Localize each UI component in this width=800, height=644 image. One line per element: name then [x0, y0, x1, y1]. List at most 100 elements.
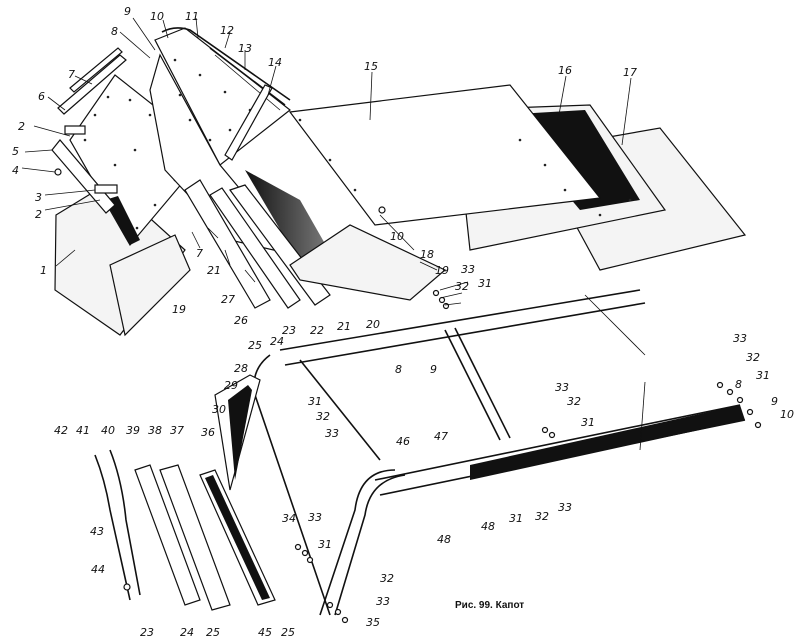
callout-labels: 1 2 2 3 4 5 6 7 7 8 8 8 9 9 9 10 10 10 1…: [12, 5, 794, 639]
callout-33: 35: [366, 616, 380, 629]
callout-32: 33: [376, 595, 390, 608]
callout-5: 5: [12, 145, 19, 158]
bolt-10: [378, 206, 386, 214]
callout-19: 19: [172, 303, 186, 316]
hinge-plate-3: [94, 184, 118, 194]
panel-35-shade: [205, 475, 270, 600]
frame-rail-48-bottom: [374, 404, 741, 481]
leader-lines: [21, 17, 646, 451]
callout-21: 21: [337, 320, 351, 333]
panel-15: [288, 84, 602, 226]
callout-31: 31: [509, 512, 523, 525]
callout-47: 48: [481, 520, 495, 533]
callout-15: 15: [364, 60, 378, 73]
callout-33: 34: [282, 512, 296, 525]
insulation-mat-19: [109, 234, 191, 337]
flange-21: [184, 179, 271, 309]
hood-frame-group: [214, 289, 746, 616]
callout-22: 22: [310, 324, 324, 337]
callout-2: 2: [18, 120, 25, 133]
callout-24: 24: [180, 626, 194, 639]
cross-member-47-b: [454, 327, 511, 439]
hinge-plate-2: [64, 125, 86, 135]
strip-12: [209, 47, 286, 106]
callout-27: 27: [221, 293, 235, 306]
strip-39: [109, 449, 141, 596]
callout-36: 38: [148, 424, 162, 437]
callout-43: 45: [258, 626, 272, 639]
callout-31: 31: [308, 395, 322, 408]
callout-8: 8: [735, 378, 742, 391]
callout-8: 8: [395, 363, 402, 376]
callout-11: 11: [185, 10, 199, 23]
callout-23: 23: [282, 324, 296, 337]
callout-14: 14: [268, 56, 282, 69]
panel-36: [159, 464, 231, 611]
hood-top-panel: [154, 27, 291, 166]
callout-20: 20: [366, 318, 380, 331]
callout-25: 25: [281, 626, 295, 639]
callout-26: 26: [234, 314, 248, 327]
callout-32: 32: [746, 351, 760, 364]
bracket-30-shade: [228, 385, 252, 480]
frame-rail-48-top-lower: [284, 302, 646, 366]
strip-11: [161, 27, 291, 101]
callout-33: 33: [733, 332, 747, 345]
strip-7: [69, 47, 123, 93]
frame-rail-48-top: [279, 289, 641, 351]
callout-42: 44: [91, 563, 105, 576]
callout-32: 32: [535, 510, 549, 523]
strip-13: [214, 54, 281, 111]
callout-32: 33: [308, 511, 322, 524]
callout-24: 24: [270, 335, 284, 348]
callout-31: 32: [380, 572, 394, 585]
callout-34: 36: [201, 426, 215, 439]
callout-23: 23: [140, 626, 154, 639]
callout-41: 43: [90, 525, 104, 538]
side-panel-shadow: [105, 196, 140, 245]
callout-13: 13: [238, 42, 252, 55]
callout-29: 29: [224, 379, 238, 392]
callout-33: 33: [325, 427, 339, 440]
callout-32: 32: [567, 395, 581, 408]
callout-12: 12: [220, 24, 234, 37]
callout-9: 9: [771, 395, 778, 408]
callout-35: 37: [170, 424, 184, 437]
panel-15-rivets: [298, 118, 632, 217]
callout-25: 25: [248, 339, 262, 352]
front-bow-28: [253, 354, 331, 616]
callout-30: 30: [212, 403, 226, 416]
panel-37: [134, 464, 201, 606]
callout-1: 1: [40, 264, 47, 277]
callout-33: 33: [461, 263, 475, 276]
frame-rail-shading: [470, 405, 745, 480]
callout-32: 32: [455, 280, 469, 293]
callout-3: 3: [35, 191, 42, 204]
callout-40: 42: [54, 424, 68, 437]
callout-31: 31: [318, 538, 332, 551]
front-bow-44-b: [334, 474, 406, 616]
callout-38: 40: [101, 424, 115, 437]
callout-17: 17: [623, 66, 637, 79]
callout-7: 7: [196, 247, 203, 260]
left-side-panel-group: [51, 47, 211, 337]
hood-side-shadow: [245, 170, 340, 270]
callout-10: 10: [150, 10, 164, 23]
bolt-4: [54, 168, 62, 176]
callout-39: 41: [76, 424, 90, 437]
callout-21: 21: [207, 264, 221, 277]
callout-31: 31: [756, 369, 770, 382]
callout-46: 48: [437, 533, 451, 546]
front-bow-44: [319, 469, 396, 616]
callout-9: 9: [124, 5, 131, 18]
hood-top-group: [149, 27, 447, 309]
flange-22: [209, 187, 301, 309]
clip-42: [123, 583, 131, 591]
callout-8: 8: [111, 25, 118, 38]
callout-19: 19: [435, 264, 449, 277]
callout-9: 9: [430, 363, 437, 376]
callout-31: 31: [478, 277, 492, 290]
callout-28: 28: [234, 362, 248, 375]
figure-caption: Рис. 99. Капот: [455, 600, 524, 611]
callout-33: 33: [558, 501, 572, 514]
